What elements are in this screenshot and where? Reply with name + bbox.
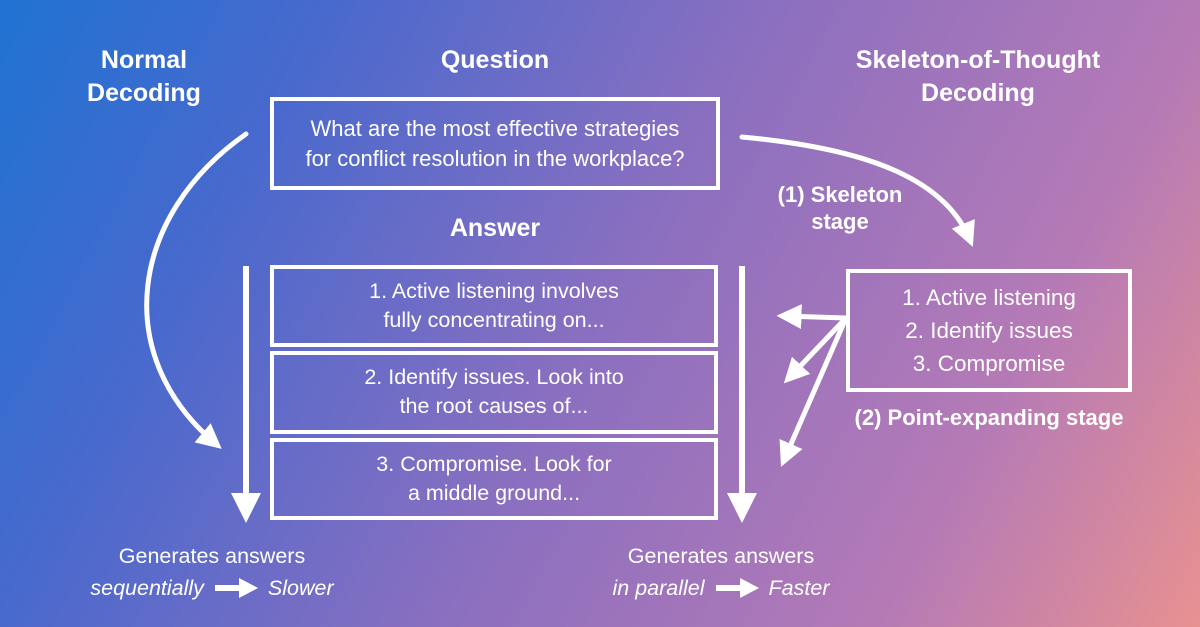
answer-box-1-line1: 1. Active listening involves (369, 279, 619, 304)
answer-box-3-line2: a middle ground... (407, 480, 581, 505)
answer-box-1: 1. Active listening involves fully conce… (270, 265, 718, 348)
sot-line1: Skeleton-of-Thought (855, 46, 1101, 74)
answer-box-1-line2: fully concentrating on... (383, 308, 605, 333)
expand-arrow-2 (783, 316, 848, 384)
parallel-result-text: Faster (768, 576, 830, 600)
right-arrow-icon (715, 578, 759, 598)
answer-label: Answer (449, 214, 541, 242)
normal-decoding-line2: Decoding (87, 79, 201, 107)
skeleton-stage-line2: stage (811, 209, 869, 234)
skeleton-of-thought-label: Skeleton-of-Thought Decoding (828, 44, 1128, 110)
question-text-line1: What are the most effective strategies (310, 115, 680, 141)
answer-box-3: 3. Compromise. Look for a middle ground.… (270, 437, 718, 520)
right-arrow-icon (214, 578, 258, 598)
skeleton-stage-line1: (1) Skeleton (777, 182, 903, 207)
answer-box-2-line1: 2. Identify issues. Look into (364, 365, 624, 390)
answer-box-3-line1: 3. Compromise. Look for (376, 451, 612, 476)
parallel-caption-line1: Generates answers (627, 544, 815, 568)
skeleton-item-1: 1. Active listening (902, 285, 1076, 310)
parallel-caption-line2: in parallel Faster (561, 572, 881, 604)
sot-line2: Decoding (921, 79, 1035, 107)
point-expanding-stage-label: (2) Point-expanding stage (854, 405, 1124, 430)
sequential-caption-line2: sequentially Slower (52, 572, 372, 604)
answer-stack: 1. Active listening involves fully conce… (270, 265, 718, 520)
sequential-caption: Generates answers sequentially Slower (52, 540, 372, 604)
expand-arrow-1 (776, 304, 847, 330)
answer-box-2-line2: the root causes of... (399, 394, 589, 419)
sequential-caption-line1: Generates answers (118, 544, 306, 568)
skeleton-stage-label: (1) Skeleton stage (740, 181, 940, 235)
skeleton-item-3: 3. Compromise (912, 351, 1066, 376)
question-box: What are the most effective strategies f… (270, 97, 720, 190)
parallel-caption: Generates answers in parallel Faster (561, 540, 881, 604)
expand-arrow-3 (779, 316, 849, 467)
parallel-mode-text: in parallel (612, 576, 705, 600)
answer-box-2: 2. Identify issues. Look into the root c… (270, 351, 718, 434)
sequential-result-text: Slower (267, 576, 334, 600)
question-label: Question (440, 46, 550, 74)
normal-decoding-label: Normal Decoding (44, 44, 244, 110)
normal-decoding-line1: Normal (100, 46, 188, 74)
skeleton-box: 1. Active listening 2. Identify issues 3… (846, 269, 1132, 392)
normal-decoding-curve-arrow (144, 131, 249, 449)
question-text-line2: for conflict resolution in the workplace… (305, 145, 685, 171)
skeleton-item-2: 2. Identify issues (905, 318, 1073, 343)
sequential-mode-text: sequentially (90, 576, 204, 600)
